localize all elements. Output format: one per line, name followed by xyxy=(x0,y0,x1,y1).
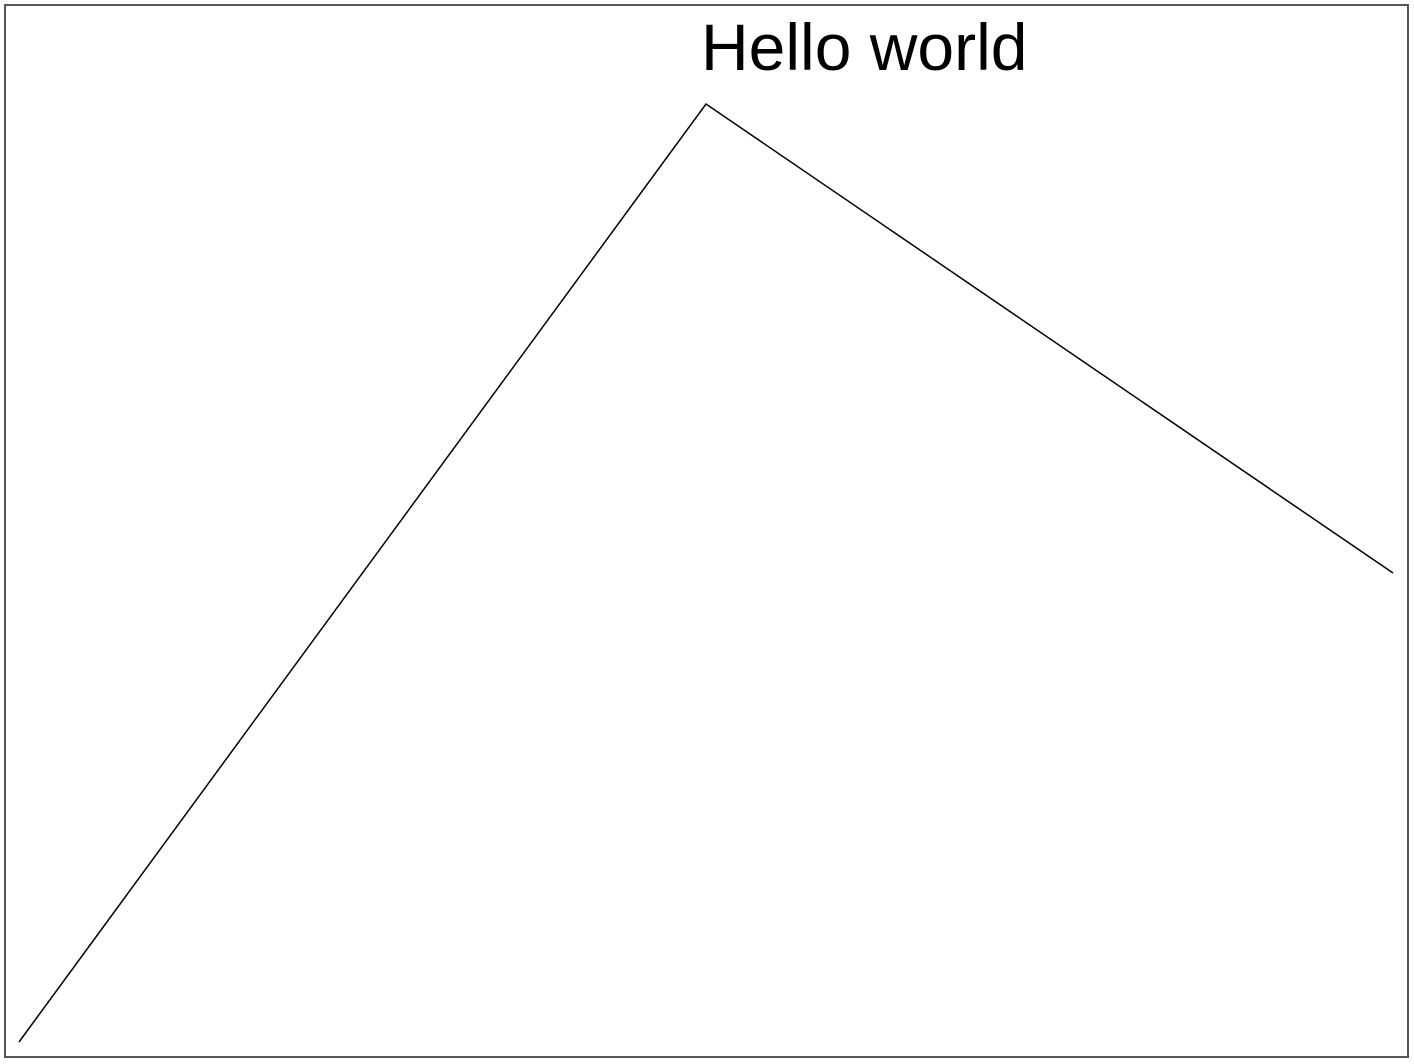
annotation-label: Hello world xyxy=(701,10,1027,84)
plot-marks: Hello world xyxy=(18,10,1394,1043)
series-line-0 xyxy=(18,102,1394,1043)
plot-frame xyxy=(4,4,1409,1058)
